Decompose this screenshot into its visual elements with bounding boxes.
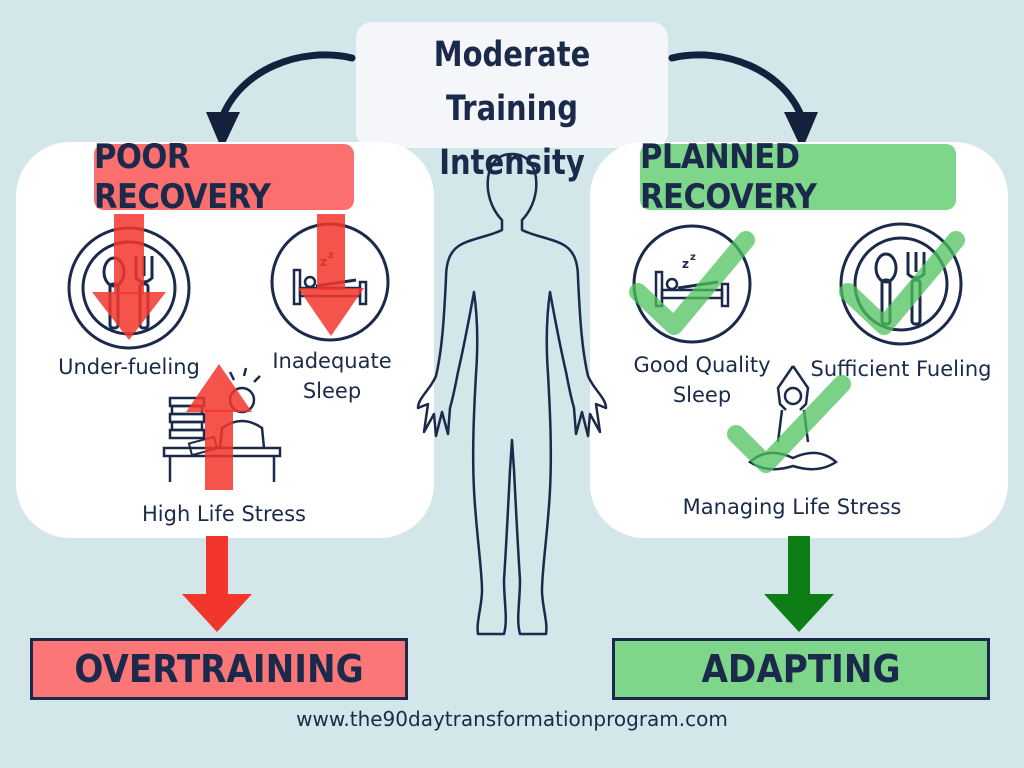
checkmark-icon — [724, 374, 854, 484]
overtraining-result: OVERTRAINING — [30, 638, 408, 700]
red-down-arrow-icon — [182, 536, 252, 636]
website-url[interactable]: www.the90daytransformationprogram.com — [0, 707, 1024, 731]
checkmark-icon — [838, 222, 968, 352]
high-life-stress-label: High Life Stress — [124, 499, 324, 529]
managing-life-stress-label: Managing Life Stress — [664, 492, 920, 522]
checkmark-icon — [628, 222, 758, 352]
planned-recovery-header: PLANNED RECOVERY — [640, 144, 956, 210]
poor-recovery-header: POOR RECOVERY — [94, 144, 354, 210]
green-down-arrow-icon — [764, 536, 834, 636]
adapting-result: ADAPTING — [612, 638, 990, 700]
down-arrow-icon — [298, 214, 368, 344]
up-arrow-icon — [186, 364, 256, 494]
human-silhouette-icon — [412, 150, 612, 650]
down-arrow-icon — [92, 214, 172, 344]
